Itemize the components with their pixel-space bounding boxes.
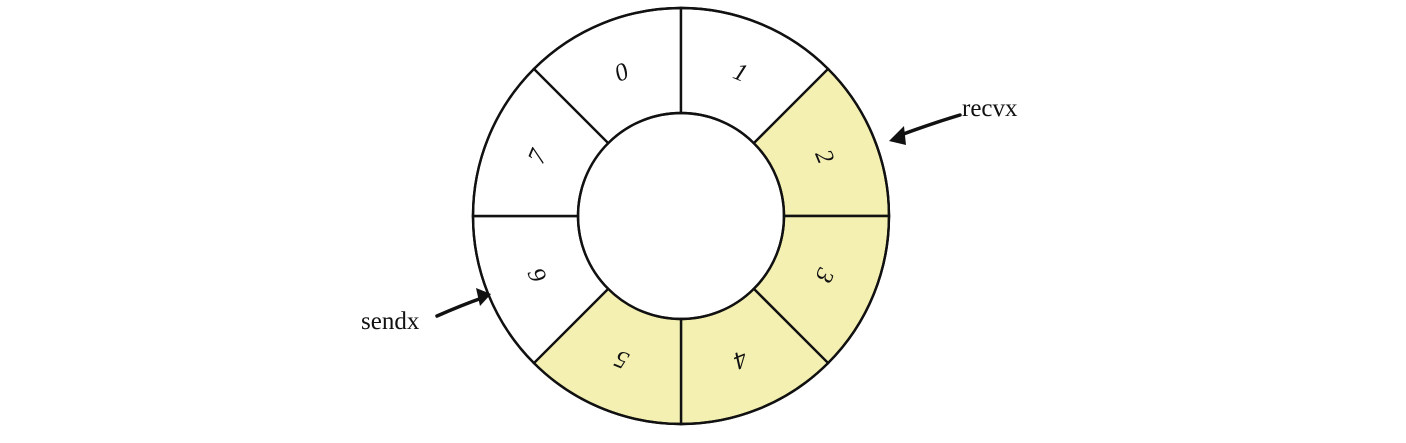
recvx-label: recvx: [962, 95, 1018, 122]
sendx-arrow: [435, 288, 491, 318]
outer-circle: [471, 6, 891, 426]
inner-circle: [576, 111, 786, 321]
recvx-arrow: [889, 113, 962, 145]
sendx-label: sendx: [361, 308, 420, 335]
